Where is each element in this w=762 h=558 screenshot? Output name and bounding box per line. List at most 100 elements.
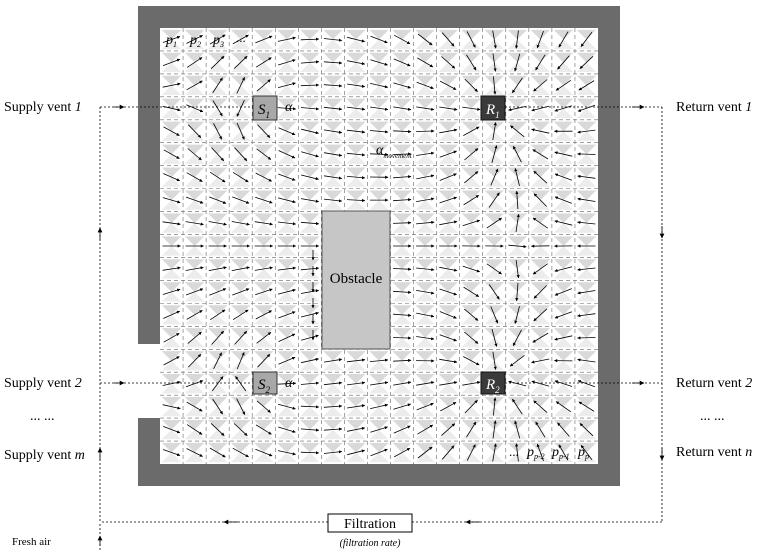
flow-triangle [207,396,228,407]
flow-triangle [231,383,251,394]
flow-arrow [370,59,388,66]
flow-triangle [507,246,527,256]
flow-triangle [323,98,343,109]
flow-arrow [370,448,388,457]
flow-arrow [256,400,271,413]
flow-triangle [369,429,389,440]
flow-triangle [392,419,412,430]
flow-triangle [300,144,320,155]
flow-triangle [231,291,251,302]
flow-arrow [490,168,499,186]
flow-arrow [416,81,434,89]
flow-triangle [415,246,435,256]
flow-arrow [186,401,203,412]
partition-p2-sub: 2 [197,40,201,49]
flow-arrow [370,403,389,409]
flow-triangle [254,39,274,50]
flow-arrow [532,332,549,343]
flow-arrow [464,308,479,321]
flow-triangle [415,167,435,178]
flow-triangle [415,291,435,302]
flow-triangle [300,452,320,463]
flow-triangle [184,442,205,453]
flow-triangle [369,419,389,430]
flow-arrow [277,381,297,385]
flow-triangle [507,85,527,96]
flow-arrow [278,59,296,66]
flow-triangle [184,236,205,246]
flow-arrow [232,196,250,204]
flow-triangle [507,259,527,269]
flow-triangle [300,39,320,50]
flow-triangle [161,121,182,132]
room-walls [138,6,620,486]
flow-arrow [393,152,412,156]
flow-triangle [207,406,228,417]
flow-triangle [161,383,182,394]
flow-arrow [236,398,246,415]
flow-triangle [484,29,504,40]
flow-arrow [416,267,435,272]
flow-triangle [392,98,412,109]
flow-triangle [207,62,228,73]
flow-arrow [347,426,366,432]
flow-triangle [415,360,435,371]
flow-triangle [530,167,551,178]
flow-triangle [553,144,574,155]
flow-triangle [530,282,551,292]
flow-arrow [491,145,498,164]
flow-triangle [553,351,574,361]
flow-arrow [509,354,525,367]
flow-triangle [461,39,481,50]
flow-triangle [438,314,458,325]
flow-triangle [161,374,182,384]
flow-triangle [484,213,504,224]
flow-triangle [346,190,366,201]
flow-triangle [553,177,574,187]
return-r2: R2 [480,371,506,395]
flow-triangle [184,282,205,292]
svg-text:Return vent 2: Return vent 2 [676,376,752,391]
flow-triangle [161,200,182,210]
flow-triangle [392,52,412,63]
flow-triangle [484,167,504,178]
flow-arrow [346,358,366,363]
flow-triangle [507,360,527,371]
flow-arrow [301,334,319,341]
flow-triangle [300,383,320,394]
flow-arrow [531,358,550,364]
flow-arrow [533,285,547,299]
flow-arrow [323,427,343,431]
flow-triangle [576,167,597,178]
flow-triangle [184,177,205,187]
flow-triangle [300,75,320,86]
flow-triangle [369,131,389,141]
flow-triangle [415,406,435,417]
flow-triangle [323,383,343,394]
flow-triangle [231,213,251,224]
flow-arrow [188,124,202,138]
flow-triangle [254,314,274,325]
flow-arrow [346,129,366,134]
flow-triangle [207,177,228,187]
flow-triangle [161,131,182,141]
flow-triangle [231,154,251,164]
flow-triangle [207,108,228,118]
flow-triangle [161,429,182,440]
svg-text:pp-1: pp-1 [551,445,570,461]
flow-arrow [508,380,527,387]
flow-triangle [277,419,297,430]
flow-arrow [493,397,497,416]
flow-triangle [576,52,597,63]
flow-triangle [553,98,574,109]
flow-arrow [255,448,273,457]
return-r2-label: R [485,377,495,393]
source-s2-label: S [258,377,266,393]
flow-arrow [580,32,593,47]
flow-triangle [207,98,228,109]
flow-triangle [576,213,597,224]
supply-flow-lines [97,104,253,550]
flow-triangle [507,75,527,86]
flow-triangle [415,452,435,463]
flow-triangle [553,383,574,394]
